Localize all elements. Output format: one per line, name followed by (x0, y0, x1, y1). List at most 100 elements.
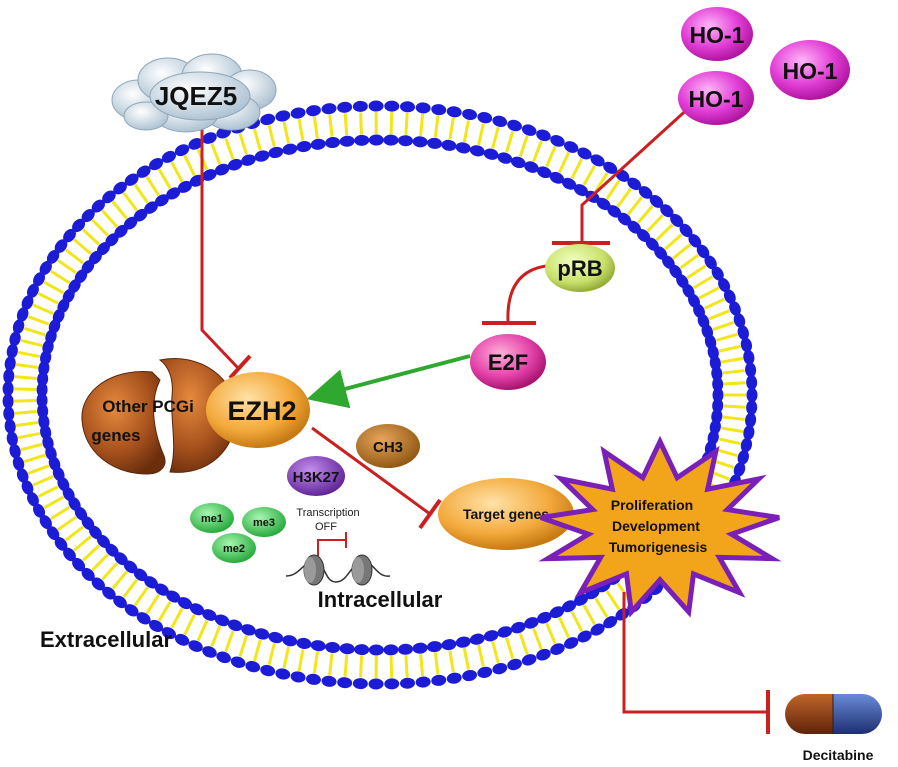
lipid-tail (64, 525, 85, 542)
lipid-tail (491, 641, 500, 664)
ho1-molecules: HO-1 HO-1 HO-1 (678, 7, 850, 125)
me2-ellipse (212, 533, 256, 563)
lipid-head (166, 187, 181, 200)
lipid-tail (594, 172, 609, 193)
lipid-head (275, 668, 291, 680)
lipid-tail (679, 253, 700, 270)
lipid-head (712, 376, 724, 392)
lipid-head (33, 503, 46, 518)
me1-label: me1 (201, 513, 223, 525)
lipid-head (105, 233, 119, 247)
lipid-head (746, 387, 758, 403)
lipid-head (91, 199, 105, 213)
target-genes-ellipse (438, 478, 574, 550)
lipid-head (136, 612, 151, 625)
lipid-head (306, 673, 321, 685)
lipid-tail (37, 485, 59, 498)
me1-ellipse (190, 503, 234, 533)
starburst-shape (538, 435, 782, 618)
connectors (200, 103, 770, 734)
lipid-head (26, 492, 39, 507)
lipid-head (733, 313, 746, 328)
lipid-head (63, 547, 76, 562)
lipid-head (260, 664, 276, 677)
lipid-tail (505, 637, 515, 660)
lipid-head (603, 616, 618, 629)
lipid-head (54, 537, 68, 551)
lipid-head (400, 677, 415, 689)
lipid-head (743, 349, 755, 365)
lipid-tail (27, 315, 50, 326)
lipid-head (368, 134, 384, 146)
lipid-tail (297, 118, 305, 141)
lipid-head (91, 577, 105, 591)
lipid-tail (14, 375, 37, 380)
lipid-head (177, 597, 193, 610)
lipid-head (383, 644, 399, 656)
lipid-head (483, 148, 499, 160)
lipid-head (227, 619, 243, 632)
lipid-tail (157, 600, 172, 622)
lipid-tail (720, 356, 744, 364)
lipid-tail (312, 651, 319, 674)
lipid-head (431, 104, 447, 116)
lipid-tail (605, 590, 621, 611)
lipid-tail (518, 135, 529, 158)
jqez5-inhibits-ezh2-line (200, 122, 240, 370)
ho1-label-a: HO-1 (690, 22, 745, 48)
lipid-head (733, 462, 746, 477)
lipid-tail (715, 448, 738, 458)
lipid-head (729, 301, 741, 316)
lipid-head (561, 600, 577, 613)
lipid-head (36, 382, 48, 398)
prb-inhibits-e2f-line (506, 264, 547, 323)
prb-ellipse (545, 244, 615, 292)
lipid-head (268, 146, 284, 159)
lipid-head (72, 218, 86, 233)
lipid-tail (43, 280, 65, 295)
lipid-tail (404, 655, 409, 678)
lipid-head (550, 135, 565, 147)
lipid-head (412, 642, 428, 654)
lipid-tail (73, 238, 92, 255)
lipid-tail (698, 286, 720, 300)
e2f-activates-ezh2-arrow (306, 354, 471, 409)
lipid-head (149, 619, 164, 632)
lipid-head (537, 166, 552, 179)
intracellular-label: Intracellular (318, 587, 443, 612)
lipid-head (2, 393, 14, 409)
capsule-icon (785, 694, 882, 734)
lipid-head (154, 194, 169, 207)
methylation-marks: me1 me3 me2 (190, 503, 286, 563)
lipid-tail (419, 654, 425, 677)
lipid-head (37, 403, 49, 419)
lipid-tail (183, 154, 196, 177)
lipid-head (114, 224, 128, 238)
lipid-head (144, 576, 158, 589)
lipid-head (21, 295, 34, 310)
lipid-head (321, 103, 337, 115)
lipid-head (216, 651, 231, 664)
lipid-tail (491, 126, 500, 149)
lipid-tail (637, 204, 654, 224)
prb-label: pRB (557, 256, 602, 281)
lipid-tail (32, 474, 54, 487)
lipid-tail (505, 130, 515, 153)
transcription-off-symbol (317, 532, 347, 560)
lipid-tail (32, 303, 54, 316)
lipid-head (398, 643, 414, 655)
lipid-tail (545, 622, 557, 645)
lipid-head (275, 110, 291, 122)
lipid-tail (238, 133, 249, 155)
lipid-head (549, 606, 565, 619)
lipid-head (398, 135, 414, 147)
e2f-ellipse (470, 334, 546, 390)
lipid-tail (570, 610, 584, 632)
lipid-tail (170, 607, 184, 629)
lipid-head (718, 277, 731, 293)
outcome-label-line2: Development (612, 518, 700, 534)
lipid-head (670, 213, 684, 228)
lipid-head (596, 197, 611, 211)
lipid-head (636, 229, 651, 243)
e2f-label: E2F (488, 350, 528, 375)
